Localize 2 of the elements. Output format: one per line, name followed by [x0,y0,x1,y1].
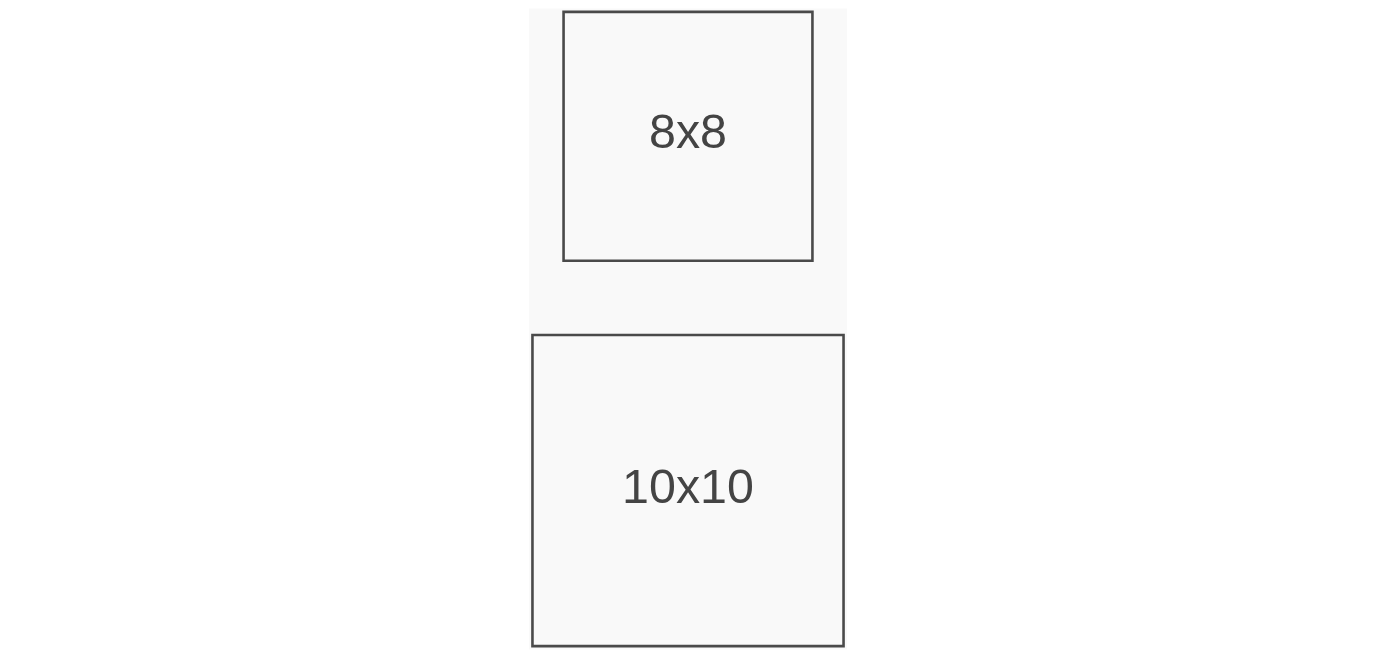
node-box: 8x8 [562,10,814,263]
node-box: 10x10 [531,333,845,648]
